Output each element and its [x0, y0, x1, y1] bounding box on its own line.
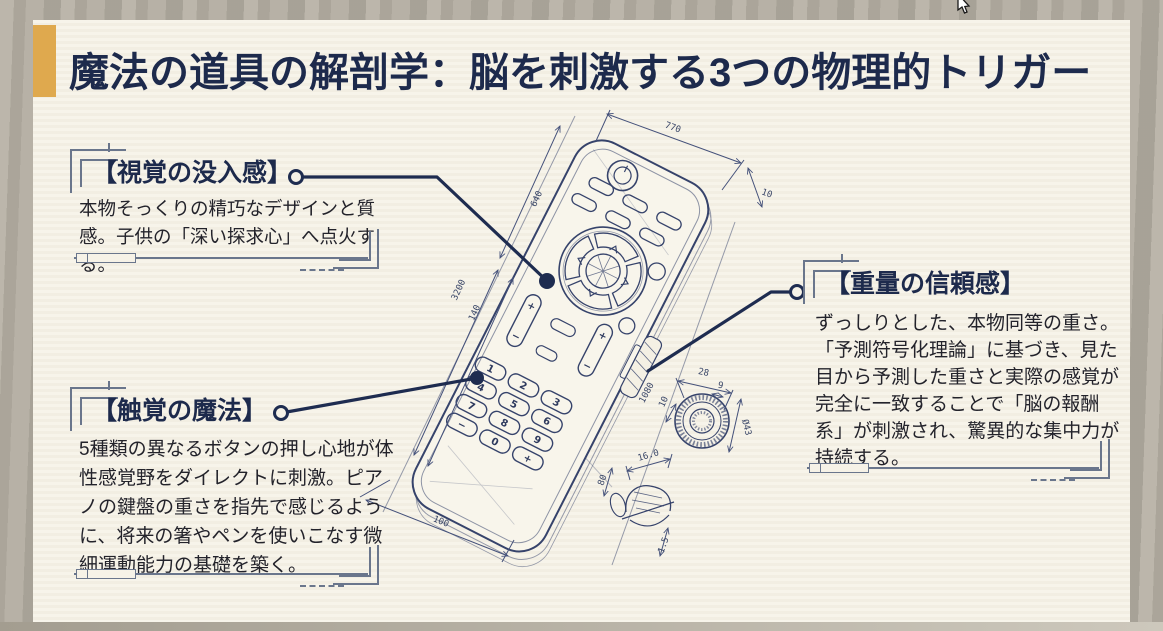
- title-accent-bar: [33, 25, 56, 97]
- corner-bracket: [80, 397, 118, 425]
- callout-heading: 【視覚の没入感】: [92, 159, 293, 187]
- dash-dot-mark: [1031, 479, 1075, 481]
- callout-heading: 【重量の信頼感】: [825, 270, 1026, 298]
- bottom-rule: [807, 467, 1099, 469]
- desk-edge-shadow: [0, 622, 1163, 631]
- callout-weight-trust: 【重量の信頼感】 ずっしりとした、本物同等の重さ。「予測符号化理論」に基づき、見…: [803, 254, 1119, 481]
- corner-bracket: [80, 159, 118, 187]
- callout-body: ずっしりとした、本物同等の重さ。「予測符号化理論」に基づき、見た目から予測した重…: [815, 313, 1120, 469]
- dash-dot-mark: [300, 269, 344, 271]
- corner-bracket: [339, 231, 371, 261]
- corner-tick: [108, 143, 110, 152]
- corner-bracket: [70, 387, 126, 431]
- slide-title: 魔法の道具の解剖学：脳を刺激する3つの物理的トリガー: [69, 51, 1092, 95]
- corner-bracket: [813, 270, 851, 298]
- callout-tactile-magic: 【触覚の魔法】 5種類の異なるボタンの押し心地が体性感覚野をダイレクトに刺激。ピ…: [70, 381, 394, 587]
- callout-heading: 【触覚の魔法】: [92, 397, 268, 425]
- callout-body: 5種類の異なるボタンの押し心地が体性感覚野をダイレクトに刺激。ピアノの鍵盤の重さ…: [79, 439, 394, 576]
- bottom-rule: [74, 257, 368, 259]
- corner-tick: [841, 254, 843, 263]
- corner-bracket: [803, 260, 859, 304]
- dash-dot-mark: [300, 585, 344, 587]
- mouse-cursor: [957, 0, 971, 14]
- bottom-rule: [74, 573, 368, 575]
- callout-body: 本物そっくりの精巧なデザインと質感。子供の「深い探求心」へ点火する。: [79, 198, 376, 275]
- corner-bracket: [333, 545, 379, 585]
- rule-tab: [76, 253, 136, 263]
- rule-tab: [76, 569, 136, 579]
- corner-bracket: [1070, 441, 1102, 471]
- callout-visual-immersion: 【視覚の没入感】 本物そっくりの精巧なデザインと質感。子供の「深い探求心」へ点火…: [70, 143, 379, 275]
- corner-bracket: [339, 547, 371, 577]
- corner-bracket: [333, 229, 379, 269]
- corner-bracket: [70, 149, 126, 193]
- corner-bracket: [1064, 439, 1110, 479]
- rule-tab: [809, 463, 869, 473]
- corner-tick: [108, 381, 110, 390]
